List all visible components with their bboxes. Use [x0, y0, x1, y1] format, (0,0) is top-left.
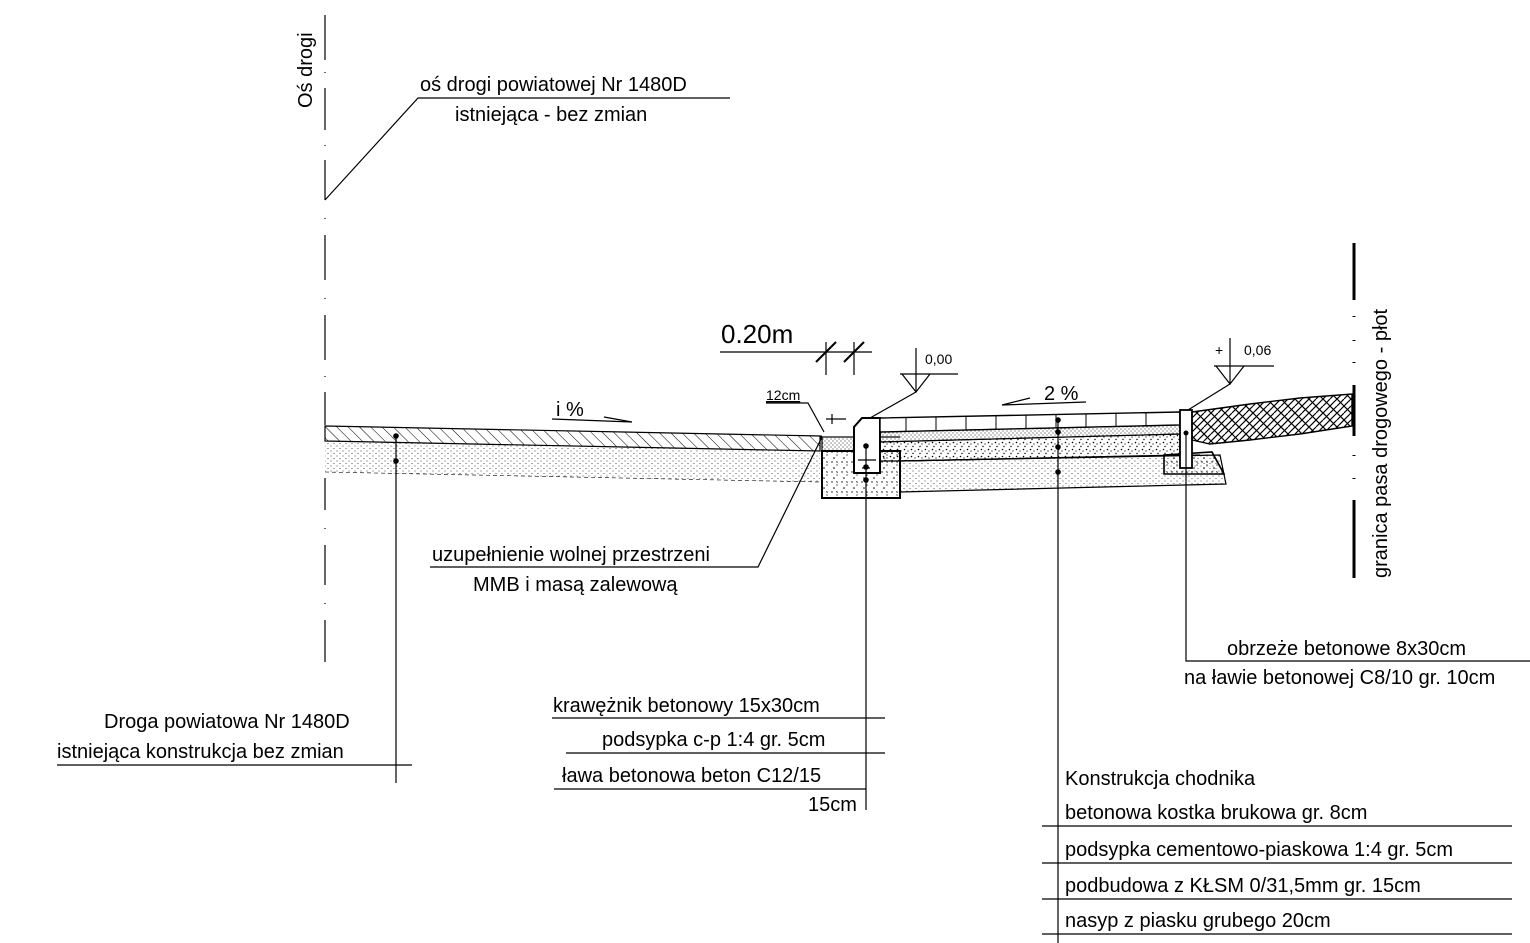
curb-text-2: podsypka c-p 1:4 gr. 5cm [602, 729, 825, 751]
elevation-marker-right [1187, 338, 1274, 411]
curb-text-3: ława betonowa beton C12/15 [562, 765, 821, 787]
slope-sidewalk-arrow [1001, 397, 1087, 406]
dimension-width-label: 0.20m [721, 319, 793, 349]
sidewalk-text-2: podsypka cementowo-piaskowa 1:4 gr. 5cm [1065, 839, 1453, 861]
fill-text-2: MMB i masą zalewową [473, 574, 678, 596]
curb-text-4: 15cm [808, 794, 857, 816]
elevation-right-label: 0,06 [1244, 342, 1271, 358]
slope-road-arrow [551, 416, 633, 423]
axis-leader-text-2: istniejąca - bez zmian [455, 104, 647, 126]
fill-leader-line [430, 436, 823, 568]
curb-height-leader [766, 402, 825, 433]
curb-text-1: krawężnik betonowy 15x30cm [553, 695, 820, 717]
slope-road-label: i % [556, 399, 584, 421]
boundary-vertical-label: granica pasa drogowego - płot [1370, 308, 1392, 578]
edging-leader-line [1185, 433, 1530, 662]
curb-height-label: 12cm [766, 387, 800, 403]
edging-text-2: na ławie betonowej C8/10 gr. 10cm [1184, 667, 1495, 689]
fill-text-1: uzupełnienie wolnej przestrzeni [432, 544, 710, 566]
curb-structure [820, 417, 901, 499]
sidewalk-structure [879, 411, 1227, 493]
elevation-left-label: 0,00 [925, 351, 952, 367]
axis-leader-text-1: oś drogi powiatowej Nr 1480D [420, 74, 687, 96]
road-text-1: Droga powiatowa Nr 1480D [104, 711, 350, 733]
sidewalk-text-3: podbudowa z KŁSM 0/31,5mm gr. 15cm [1065, 875, 1421, 897]
axis-leader-line [324, 97, 730, 201]
slope-sidewalk-label: 2 % [1044, 383, 1079, 405]
sidewalk-title: Konstrukcja chodnika [1065, 768, 1256, 790]
axis-vertical-label: Oś drogi [295, 32, 317, 108]
elevation-right-sign: + [1215, 342, 1223, 358]
sidewalk-text-1: betonowa kostka brukowa gr. 8cm [1065, 802, 1367, 824]
road-text-2: istniejąca konstrukcja bez zmian [57, 741, 344, 763]
soil-embankment [1191, 393, 1353, 445]
elevation-marker-left [869, 348, 958, 419]
edging-text-1: obrzeże betonowe 8x30cm [1227, 638, 1466, 660]
sidewalk-text-4: nasyp z piasku grubego 20cm [1065, 910, 1331, 932]
road-pavement [324, 425, 821, 483]
